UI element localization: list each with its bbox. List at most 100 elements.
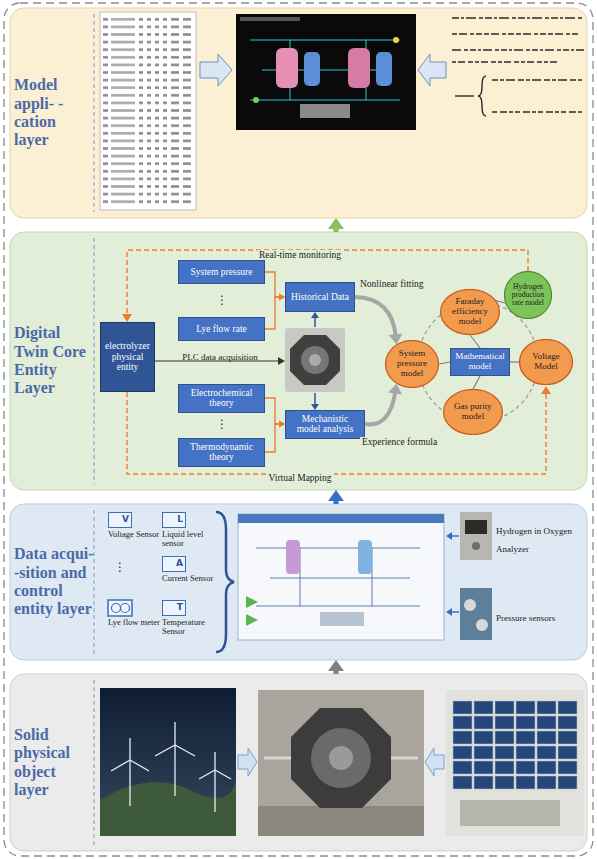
model-ellipse: System pressure model [385, 340, 439, 388]
electrolyzer-stack-photo [311, 728, 371, 788]
feedback-loop [122, 314, 132, 322]
ellipse-outline [504, 271, 551, 318]
sensor-icon: L [162, 512, 186, 528]
label-box: ⋮ [108, 557, 132, 575]
data-table-image [100, 12, 196, 210]
model-ellipse: Voltage Model [519, 339, 573, 385]
layer-band [10, 504, 587, 660]
layer-heading: Model appli- -cation layer [14, 76, 94, 150]
connector [265, 297, 280, 329]
process-box: Electrochemical theory [178, 384, 265, 413]
layer-heading-area: Solid physical object layer [14, 674, 94, 851]
equation-image [452, 49, 584, 50]
hollow-arrow [238, 748, 257, 776]
sensor-label: Voltage Sensor [108, 530, 160, 539]
wind-farm-image [130, 760, 149, 771]
sensor-item: TTemperature Sensor [162, 600, 214, 637]
hollow-arrow [200, 54, 232, 86]
electrolyzer-photo [309, 354, 321, 366]
layer-heading-area: Data acqui- -sition and control entity l… [14, 504, 94, 660]
model-ellipse: Gas purity model [443, 389, 503, 435]
label-box: Hydrogen in Oxygen Analyzer [496, 520, 584, 556]
wind-farm-image [129, 760, 130, 806]
label-box: Pressure sensors [496, 607, 584, 625]
sensor-icon: V [108, 512, 132, 528]
model-ellipse: Faraday efficiency model [440, 289, 500, 335]
wind-farm-image [214, 770, 215, 812]
separator-line [94, 680, 95, 845]
connector [473, 376, 480, 389]
node-text: System pressure model [392, 349, 432, 379]
equation-image [478, 76, 486, 116]
control-screen [238, 514, 444, 523]
process-box: Mechanistic model analysis [285, 410, 365, 439]
node-text: electrolyzer physical entity [104, 341, 151, 372]
pressure-sensor-photo [476, 619, 488, 631]
layer-band: Solid physical object layer [10, 674, 587, 851]
connector [265, 272, 280, 297]
signal-arrow [446, 608, 452, 616]
wind-farm-image [214, 752, 215, 770]
sensor-label: Liquid level sensor [162, 530, 214, 549]
layer-heading-area: Model appli- -cation layer [14, 8, 94, 218]
layer-heading: Digital Twin Core Entity Layer [14, 324, 94, 398]
pressure-sensor-photo [460, 588, 492, 640]
feedback-loop [541, 386, 551, 394]
electrolyzer-photo [285, 328, 345, 392]
wind-farm-image [129, 738, 130, 760]
wind-farm-image [174, 722, 175, 745]
label-box: PLC data acquisition [158, 346, 282, 364]
node-text: Faraday efficiency model [448, 297, 492, 327]
wind-farm-image [215, 770, 231, 779]
pressure-sensor-photo [464, 599, 476, 611]
signal-arrow [452, 535, 459, 537]
scada-screen [348, 48, 370, 88]
node-text: Electrochemical theory [182, 388, 261, 409]
label-box: Real-time monitoring [245, 244, 355, 262]
electrolyzer-photo [301, 346, 329, 374]
data-flow-arrow [314, 318, 316, 327]
control-screen [238, 514, 444, 640]
wind-farm-image [100, 688, 236, 836]
flow-meter-symbol [108, 600, 132, 616]
text-wrap: System pressure [182, 267, 261, 277]
connector [365, 392, 395, 425]
node-text: Voltage Model [526, 352, 566, 372]
separator-line [94, 14, 95, 212]
wind-farm-image [175, 745, 195, 756]
text-wrap: Mathematical model [454, 352, 506, 372]
control-screen [320, 612, 364, 626]
hollow-arrow [238, 748, 444, 776]
scada-screen [304, 52, 320, 86]
flow-meter-symbol [121, 604, 130, 613]
control-screen [358, 540, 372, 574]
layer-band [10, 8, 587, 218]
sensor-item: ACurrent Sensor [162, 556, 214, 583]
text-wrap: Electrochemical theory [182, 388, 261, 409]
connector [265, 398, 280, 424]
ellipse-outline [520, 339, 573, 384]
pressure-sensor-photo [460, 588, 492, 640]
hollow-arrow [418, 54, 446, 86]
scada-screen [300, 104, 350, 118]
control-screen [256, 548, 420, 606]
scada-screen [250, 40, 400, 100]
scada-screen [236, 14, 416, 130]
annotation-label: Real-time monitoring [257, 250, 343, 260]
electrolyzer-photo [290, 335, 340, 385]
connector [355, 297, 396, 336]
signal-arrow [452, 611, 459, 613]
connector [439, 362, 450, 364]
process-box: Mathematical model [450, 348, 510, 376]
scada-screen [236, 14, 416, 130]
ellipsis-mark: ⋮ [114, 560, 126, 574]
node-text: Gas purity model [451, 402, 495, 422]
wind-farm-image [111, 722, 231, 812]
label-box: Virtual Mapping [255, 467, 345, 485]
equation-image [492, 111, 584, 112]
wind-farm-image [155, 745, 175, 756]
layer-heading: Data acqui- -sition and control entity l… [14, 545, 94, 619]
sensor-item: Lye flow meter [108, 600, 160, 627]
